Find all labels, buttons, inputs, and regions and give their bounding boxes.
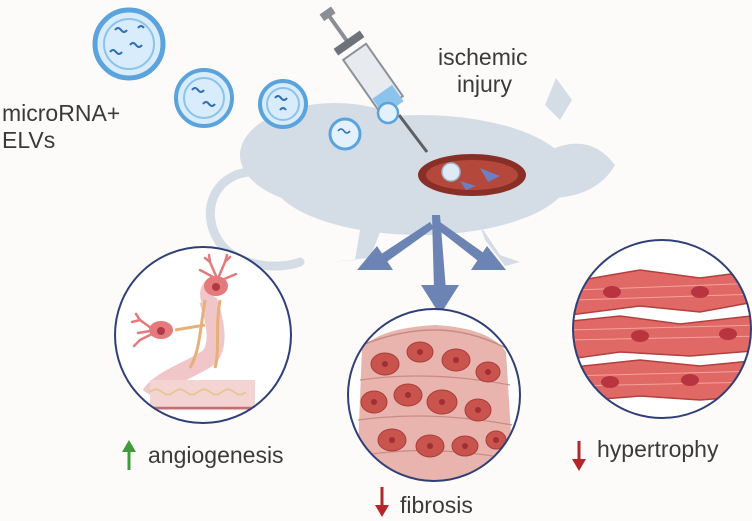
vesicle-in-syringe [376, 101, 400, 125]
angiogenesis-circle [114, 246, 292, 424]
vesicle-medium [174, 68, 234, 128]
treatment-label-line1: microRNA+ [2, 100, 121, 126]
tip-cell-top [198, 253, 238, 296]
angiogenesis-label: angiogenesis [148, 442, 284, 468]
vesicle-small [258, 79, 308, 129]
effects-branch-arrows [357, 215, 506, 315]
down-arrow-icon [375, 487, 389, 517]
tip-cell-left [130, 312, 173, 348]
fibrosis-label: fibrosis [400, 492, 473, 518]
hypertrophy-circle [572, 239, 752, 419]
injury-label-line1: ischemic [438, 44, 528, 70]
vesicle-large [92, 7, 166, 81]
up-arrow-icon [122, 440, 136, 470]
ischemic-injury-wound [418, 154, 526, 196]
treatment-label-line2: ELVs [2, 127, 56, 153]
treatment-label: microRNA+ ELVs [2, 100, 120, 154]
fibrosis-circle [347, 308, 521, 482]
down-arrow-icon [572, 441, 586, 471]
vesicle-in-mouse [328, 117, 362, 151]
hypertrophy-label: hypertrophy [597, 436, 719, 462]
injury-label-line2: injury [457, 71, 512, 97]
injury-label: ischemic injury [438, 44, 527, 98]
